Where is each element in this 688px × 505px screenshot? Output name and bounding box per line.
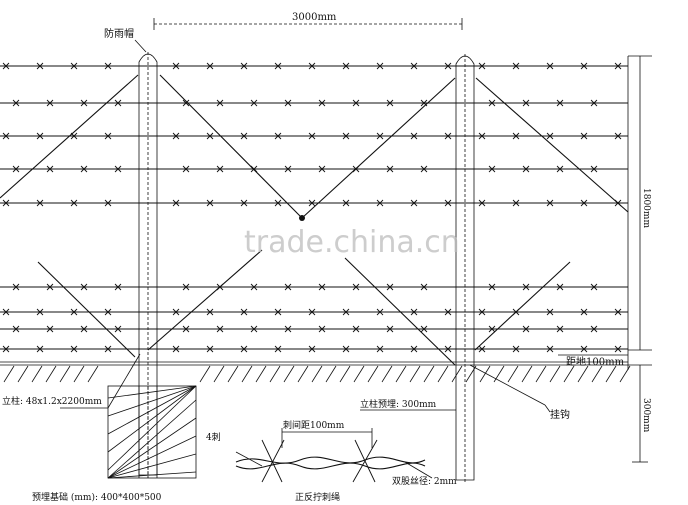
barbed-wire-strand — [0, 62, 628, 70]
barbed-wire-strand — [0, 99, 628, 107]
diagonal-wire-up-post2 — [301, 77, 456, 219]
hook-annotation: 挂钩 — [544, 404, 570, 421]
height-label: 1800mm — [641, 188, 651, 228]
foundation-label: 预埋基础 (mm): 400*400*500 — [32, 491, 162, 503]
hook-label: 挂钩 — [550, 408, 570, 421]
horizontal-barbed-wires — [0, 62, 628, 353]
post-embed-annotation: 立柱预埋: 300mm — [360, 398, 456, 411]
wire-joint — [299, 215, 305, 221]
rain-cap-label: 防雨帽 — [104, 27, 134, 40]
post-spec-annotation: 立柱: 48x1.2x2200mm — [2, 353, 141, 409]
diagonal-wire-lower-post1 — [147, 249, 263, 351]
barbed-wire-strand — [0, 132, 628, 140]
ground-hatching — [3, 365, 631, 383]
watermark: trade.china.cn — [244, 225, 460, 260]
barb-spacing-label: 刺间距100mm — [283, 419, 345, 431]
ground-clearance-label: 距地100mm — [566, 355, 625, 368]
diagonal-wire-lower-mid — [344, 257, 456, 366]
barbed-wire-strand — [0, 165, 628, 173]
barbed-wire-strand — [0, 283, 628, 291]
post-spec-label: 立柱: 48x1.2x2200mm — [2, 395, 102, 407]
barbed-wire-strand — [0, 199, 628, 207]
hook-leader-wire — [469, 364, 546, 406]
fence-post-2 — [455, 55, 475, 481]
twisted-rope-label: 正反拧刺绳 — [295, 491, 340, 503]
diagonal-wire-left-down — [0, 74, 139, 199]
barbed-wire-strand — [0, 308, 628, 316]
barb-count-label: 4刺 — [206, 432, 221, 443]
ground-clearance-annotation: 距地100mm — [558, 354, 628, 368]
diagonal-wire-lower-left — [37, 261, 136, 358]
diagonal-wire-lower-right — [474, 261, 571, 351]
barbed-wire-strand — [0, 345, 628, 353]
post-embed-label: 立柱预埋: 300mm — [360, 398, 437, 410]
ground-line — [0, 361, 628, 366]
diagonal-wire-post1-down — [159, 74, 303, 219]
fence-posts — [138, 52, 475, 482]
diagonal-cross-wires — [0, 74, 629, 406]
barbed-wire-strand — [0, 325, 628, 333]
span-label: 3000mm — [292, 12, 337, 23]
span-dimension: 3000mm — [153, 12, 463, 30]
height-dimension: 1800mm 300mm — [627, 55, 652, 463]
strand-diameter-label: 双股丝径: 2mm — [392, 475, 457, 487]
diagonal-wire-post2-down — [475, 77, 629, 213]
barbed-wire-detail: 4刺 刺间距100mm 双股丝径: 2mm 正反拧刺绳 — [206, 419, 457, 503]
rain-cap-annotation: 防雨帽 — [104, 27, 147, 53]
embed-depth-label: 300mm — [641, 398, 651, 433]
concrete-foundation — [107, 385, 197, 479]
